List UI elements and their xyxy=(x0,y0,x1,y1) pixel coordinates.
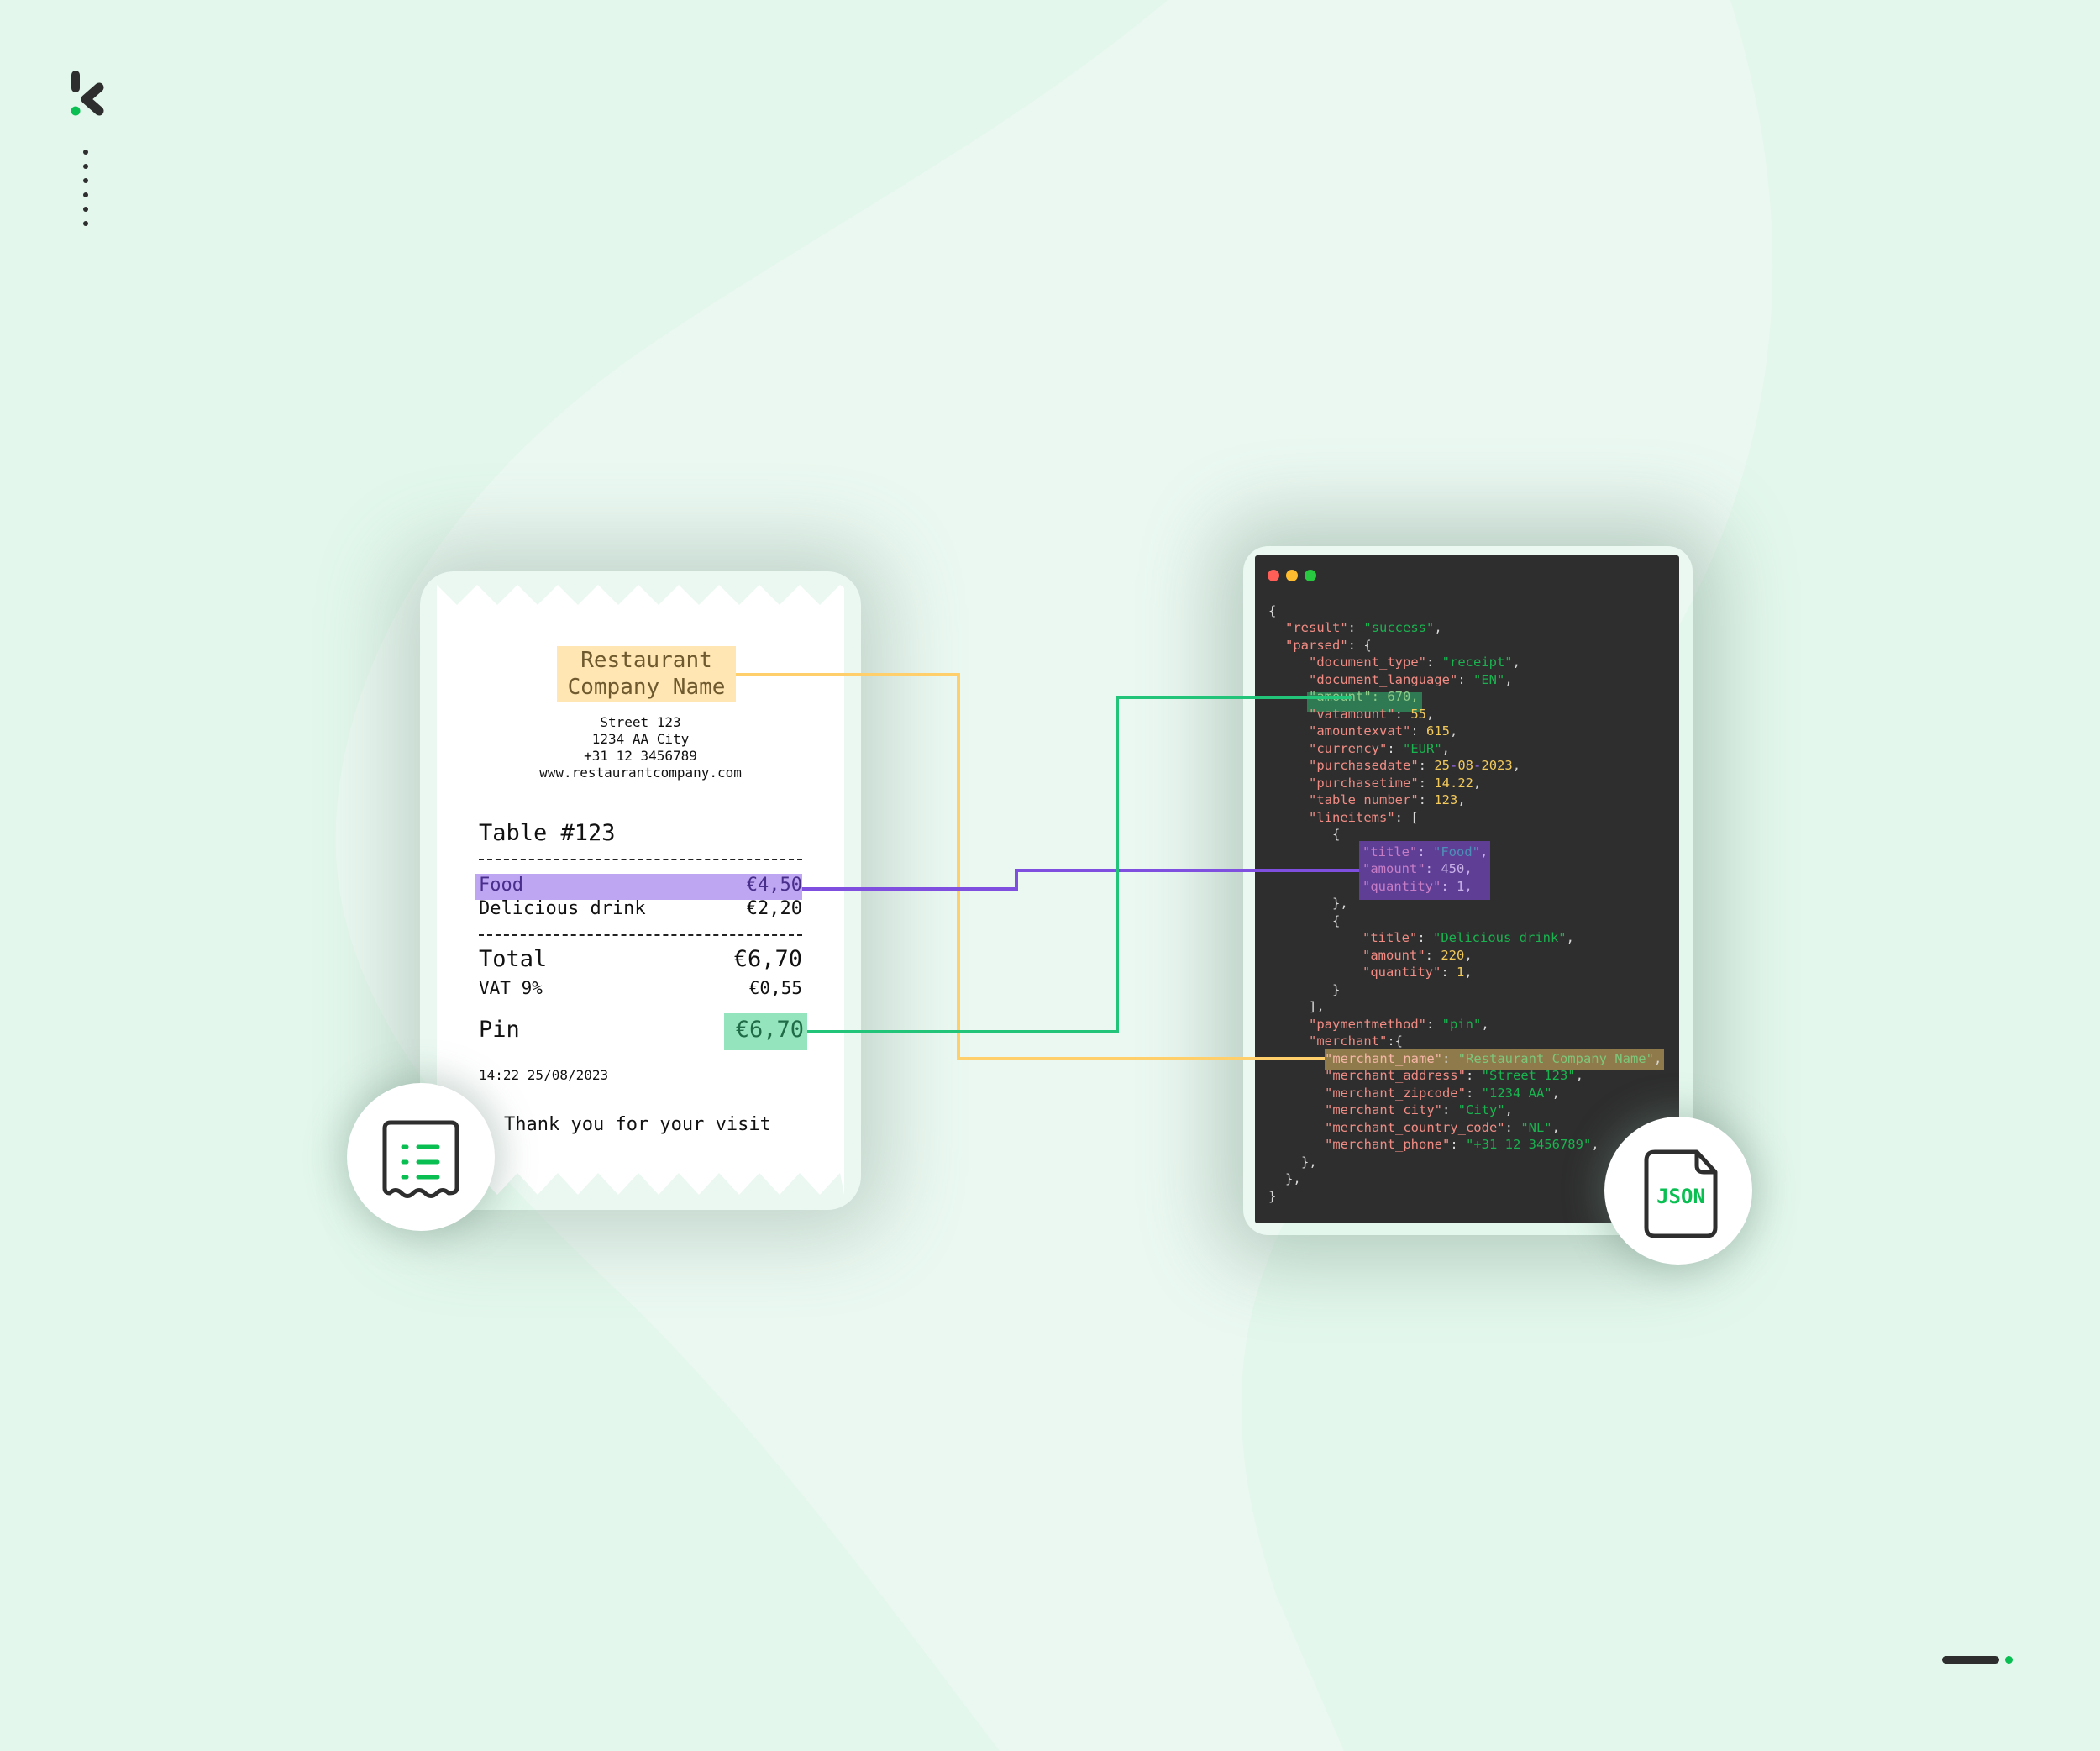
code-line: "paymentmethod": "pin", xyxy=(1309,1017,1489,1032)
code-line: "merchant_phone": "+31 12 3456789", xyxy=(1325,1137,1599,1152)
code-line: "merchant_zipcode": "1234 AA", xyxy=(1325,1086,1560,1101)
minimize-button[interactable] xyxy=(1286,570,1298,581)
code-line: "lineitems": [ xyxy=(1309,810,1419,825)
code-line-merchant-name: "merchant_name": "Restaurant Company Nam… xyxy=(1325,1051,1662,1066)
code-line: } xyxy=(1332,982,1341,997)
k-logo-icon[interactable] xyxy=(67,67,108,118)
total-value: €6,70 xyxy=(733,946,802,972)
code-line: "purchasetime": 14.22, xyxy=(1309,776,1482,791)
receipt-timestamp: 14:22 25/08/2023 xyxy=(479,1067,609,1083)
merchant-name-line2: Company Name xyxy=(567,675,726,700)
merchant-name-highlight xyxy=(557,646,736,702)
indicator-dot xyxy=(2005,1656,2013,1664)
divider xyxy=(479,934,802,936)
merchant-name-highlight xyxy=(1325,1049,1664,1070)
code-line: } xyxy=(1268,1189,1277,1204)
table-number: Table #123 xyxy=(479,820,616,846)
code-line: }, xyxy=(1301,1154,1317,1170)
code-line: "document_language": "EN", xyxy=(1309,672,1513,687)
line-item-title: Delicious drink xyxy=(479,898,646,919)
receipt-footer: Thank you for your visit xyxy=(504,1114,771,1135)
code-line: "merchant":{ xyxy=(1309,1033,1403,1049)
code-line: "amountexvat": 615, xyxy=(1309,723,1458,739)
receipt-icon xyxy=(382,1120,459,1198)
code-line: "vatamount": 55, xyxy=(1309,707,1435,722)
merchant-phone: +31 12 3456789 xyxy=(584,748,697,764)
line-item-price: €2,20 xyxy=(746,898,802,919)
code-line: "merchant_address": "Street 123", xyxy=(1325,1068,1583,1083)
code-line: "document_type": "receipt", xyxy=(1309,655,1520,670)
code-line-amount: "amount": 670, xyxy=(1309,689,1419,704)
code-line: "currency": "EUR", xyxy=(1309,741,1451,756)
code-line: "merchant_country_code": "NL", xyxy=(1325,1120,1560,1135)
code-line: "table_number": 123, xyxy=(1309,792,1466,807)
vat-label: VAT 9% xyxy=(479,978,543,998)
code-line-item1-title: "title": "Food", xyxy=(1362,844,1488,860)
code-line: "quantity": 1, xyxy=(1362,965,1473,980)
code-line: "purchasedate": 25-08-2023, xyxy=(1309,758,1521,773)
line-item-title: Food xyxy=(479,875,523,896)
maximize-button[interactable] xyxy=(1305,570,1316,581)
receipt: Restaurant Company Name Street 123 1234 … xyxy=(437,585,844,1195)
code-line: "merchant_city": "City", xyxy=(1325,1102,1513,1117)
code-line: "result": "success", xyxy=(1285,620,1442,635)
indicator-bar xyxy=(1942,1656,1999,1664)
line-item-price: €4,50 xyxy=(746,875,802,896)
code-line: { xyxy=(1268,603,1277,618)
json-icon-circle: JSON xyxy=(1604,1117,1752,1265)
divider xyxy=(479,859,802,860)
code-line-item1-quantity: "quantity": 1, xyxy=(1362,879,1473,894)
lineitem-highlight xyxy=(1359,841,1490,900)
merchant-zip-city: 1234 AA City xyxy=(591,731,690,747)
payment-label: Pin xyxy=(479,1017,520,1043)
code-line: "title": "Delicious drink", xyxy=(1362,930,1574,945)
total-label: Total xyxy=(479,946,548,972)
close-button[interactable] xyxy=(1268,570,1279,581)
json-file-icon: JSON xyxy=(1644,1149,1718,1238)
code-line: ], xyxy=(1309,999,1325,1014)
vertical-dots-icon[interactable] xyxy=(83,150,90,230)
merchant-website: www.restaurantcompany.com xyxy=(539,765,742,781)
code-line: { xyxy=(1332,913,1341,928)
vat-value: €0,55 xyxy=(748,978,802,998)
merchant-name-line1: Restaurant xyxy=(580,648,712,673)
code-line: { xyxy=(1332,827,1341,842)
code-line-item1-amount: "amount": 450, xyxy=(1362,861,1473,876)
svg-text:JSON: JSON xyxy=(1656,1185,1705,1208)
code-line: "amount": 220, xyxy=(1362,948,1473,963)
code-line: }, xyxy=(1332,896,1348,911)
code-line: "parsed": { xyxy=(1285,638,1372,653)
merchant-address: Street 123 xyxy=(600,714,681,730)
code-line: }, xyxy=(1285,1171,1301,1186)
payment-value: €6,70 xyxy=(735,1017,804,1043)
receipt-icon-circle xyxy=(347,1083,495,1231)
